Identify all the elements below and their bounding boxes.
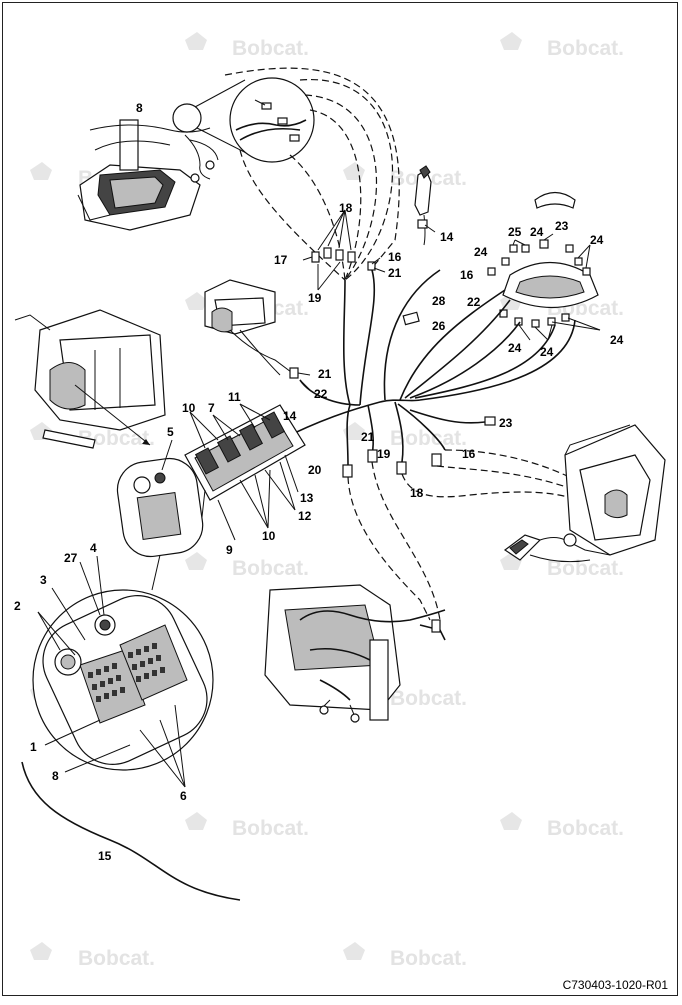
fuse-slot-grid <box>88 643 165 702</box>
callout-18-low: 18 <box>410 486 424 500</box>
callout-10-a: 10 <box>182 401 196 415</box>
callout-22-right: 22 <box>467 295 481 309</box>
callout-8-top: 8 <box>136 101 143 115</box>
watermark-logo: Bobcat. <box>343 942 467 970</box>
watermark-logo: Bobcat. <box>185 812 309 840</box>
callout-14-mid: 14 <box>283 409 297 423</box>
svg-text:Bobcat.: Bobcat. <box>232 37 309 60</box>
svg-text:Bobcat.: Bobcat. <box>390 427 467 450</box>
fuse-panel-detail <box>116 439 204 591</box>
callout-23-low: 23 <box>499 416 513 430</box>
watermark-logo: Bobcat. <box>500 812 624 840</box>
fuse-panel-magnified <box>32 555 214 788</box>
dashed-harness-runs <box>347 449 591 621</box>
svg-text:Bobcat.: Bobcat. <box>547 37 624 60</box>
callout-21-top: 21 <box>388 266 402 280</box>
callout-2: 2 <box>14 599 21 613</box>
callout-19-low: 19 <box>377 447 391 461</box>
callout-18-top: 18 <box>339 201 353 215</box>
callout-10-b: 10 <box>262 529 276 543</box>
cab-right <box>503 424 666 563</box>
watermark-logo: Bobcat. <box>185 552 309 580</box>
callout-6: 6 <box>180 789 187 803</box>
callout-28: 28 <box>432 294 446 308</box>
callout-8-low: 8 <box>52 769 59 783</box>
callout-1: 1 <box>30 740 37 754</box>
callout-9: 9 <box>226 543 233 557</box>
main-harness <box>279 269 576 478</box>
engine-harness-assembly <box>77 79 261 231</box>
watermark-logo: Bobcat. <box>30 942 155 970</box>
detail-magnifier-top <box>229 77 315 163</box>
document-code: C730403-1020-R01 <box>562 978 668 992</box>
callout-12: 12 <box>298 509 312 523</box>
callout-7: 7 <box>208 401 215 415</box>
instrument-panel <box>487 191 601 341</box>
joystick-handle <box>414 165 436 246</box>
callout-25: 25 <box>508 225 522 239</box>
svg-text:Bobcat.: Bobcat. <box>232 817 309 840</box>
callout-24-a: 24 <box>530 225 544 239</box>
svg-text:Bobcat.: Bobcat. <box>78 427 155 450</box>
callout-22-mid: 22 <box>314 387 328 401</box>
callout-17: 17 <box>274 253 288 267</box>
callout-26: 26 <box>432 319 446 333</box>
svg-text:Bobcat.: Bobcat. <box>78 947 155 970</box>
callout-24-c: 24 <box>590 233 604 247</box>
watermark-logo: Bobcat. <box>343 422 467 450</box>
callout-19-top: 19 <box>308 291 322 305</box>
callout-24-e: 24 <box>540 345 554 359</box>
callout-24-f: 24 <box>610 333 624 347</box>
watermark-logo: Bobcat. <box>500 32 624 60</box>
callout-20: 20 <box>308 463 322 477</box>
connector-cluster-18 <box>302 209 386 291</box>
callout-4: 4 <box>90 541 97 555</box>
callout-16-top: 16 <box>388 250 402 264</box>
callout-15: 15 <box>98 849 112 863</box>
harness-curve-15 <box>21 761 241 901</box>
callout-5: 5 <box>167 425 174 439</box>
callout-11: 11 <box>228 390 241 404</box>
svg-text:Bobcat.: Bobcat. <box>232 557 309 580</box>
callout-23-top: 23 <box>555 219 569 233</box>
callout-21-low: 21 <box>361 430 375 444</box>
callout-24-d: 24 <box>508 341 522 355</box>
callout-14-top: 14 <box>440 230 454 244</box>
svg-text:Bobcat.: Bobcat. <box>547 557 624 580</box>
watermark-logo: Bobcat. <box>185 32 309 60</box>
callout-3: 3 <box>40 573 47 587</box>
callout-16-mid: 16 <box>460 268 474 282</box>
connector-26 <box>402 311 420 326</box>
callout-24-b: 24 <box>474 245 488 259</box>
svg-text:Bobcat.: Bobcat. <box>390 947 467 970</box>
callout-21-mid: 21 <box>318 367 332 381</box>
cab-upper-center <box>204 279 311 391</box>
callout-13: 13 <box>300 491 314 505</box>
cab-left <box>14 309 166 449</box>
svg-text:Bobcat.: Bobcat. <box>547 817 624 840</box>
callout-labels: 8 18 17 19 16 21 14 16 23 25 24 24 24 28… <box>14 101 624 863</box>
callout-27: 27 <box>64 551 78 565</box>
lower-controller-frame <box>264 584 446 723</box>
callout-16-low: 16 <box>462 447 476 461</box>
svg-text:Bobcat.: Bobcat. <box>390 687 467 710</box>
